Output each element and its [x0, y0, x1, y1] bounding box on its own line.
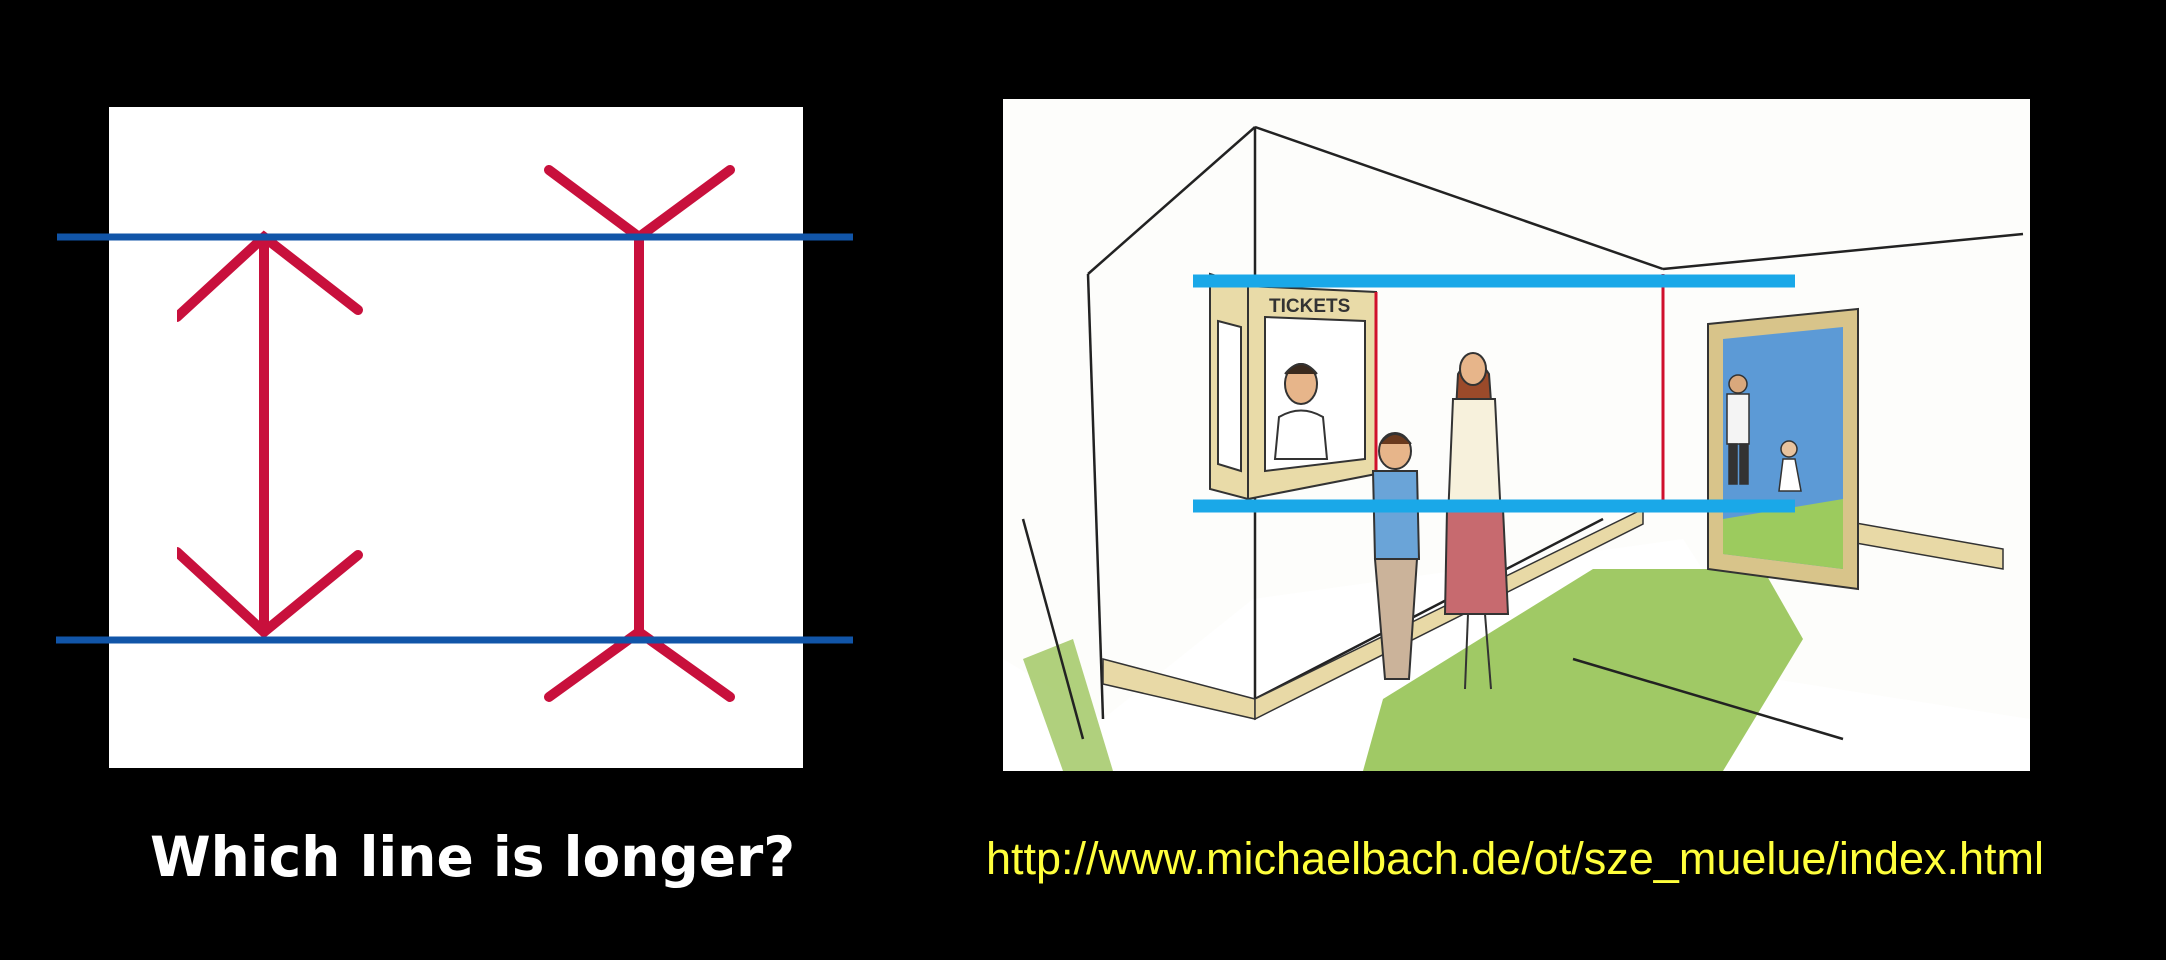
doorway-child — [1778, 440, 1802, 492]
right-bottom-fins — [544, 625, 735, 702]
muller-lyer-figure — [109, 107, 735, 768]
booth-side-window — [1217, 319, 1242, 473]
doorway-ground — [1723, 499, 1843, 569]
perspective-illustration: TICKETS — [1003, 125, 2030, 771]
boy — [1371, 432, 1421, 680]
ticket-seller — [1273, 363, 1329, 460]
green-floor-left — [1023, 639, 1113, 771]
muller-lyer-figure-panel — [109, 107, 803, 768]
green-carpet — [1363, 569, 1803, 771]
right-top-fins — [544, 165, 735, 244]
source-url[interactable]: http://www.michaelbach.de/ot/sze_muelue/… — [985, 833, 2045, 884]
left-bottom-arrowhead — [172, 547, 363, 639]
woman — [1443, 352, 1510, 690]
tickets-sign: TICKETS — [1269, 296, 1350, 317]
doorway-man — [1726, 374, 1750, 485]
perspective-illustration-panel: TICKETS — [1003, 99, 2030, 771]
question-caption: Which line is longer? — [150, 825, 796, 889]
